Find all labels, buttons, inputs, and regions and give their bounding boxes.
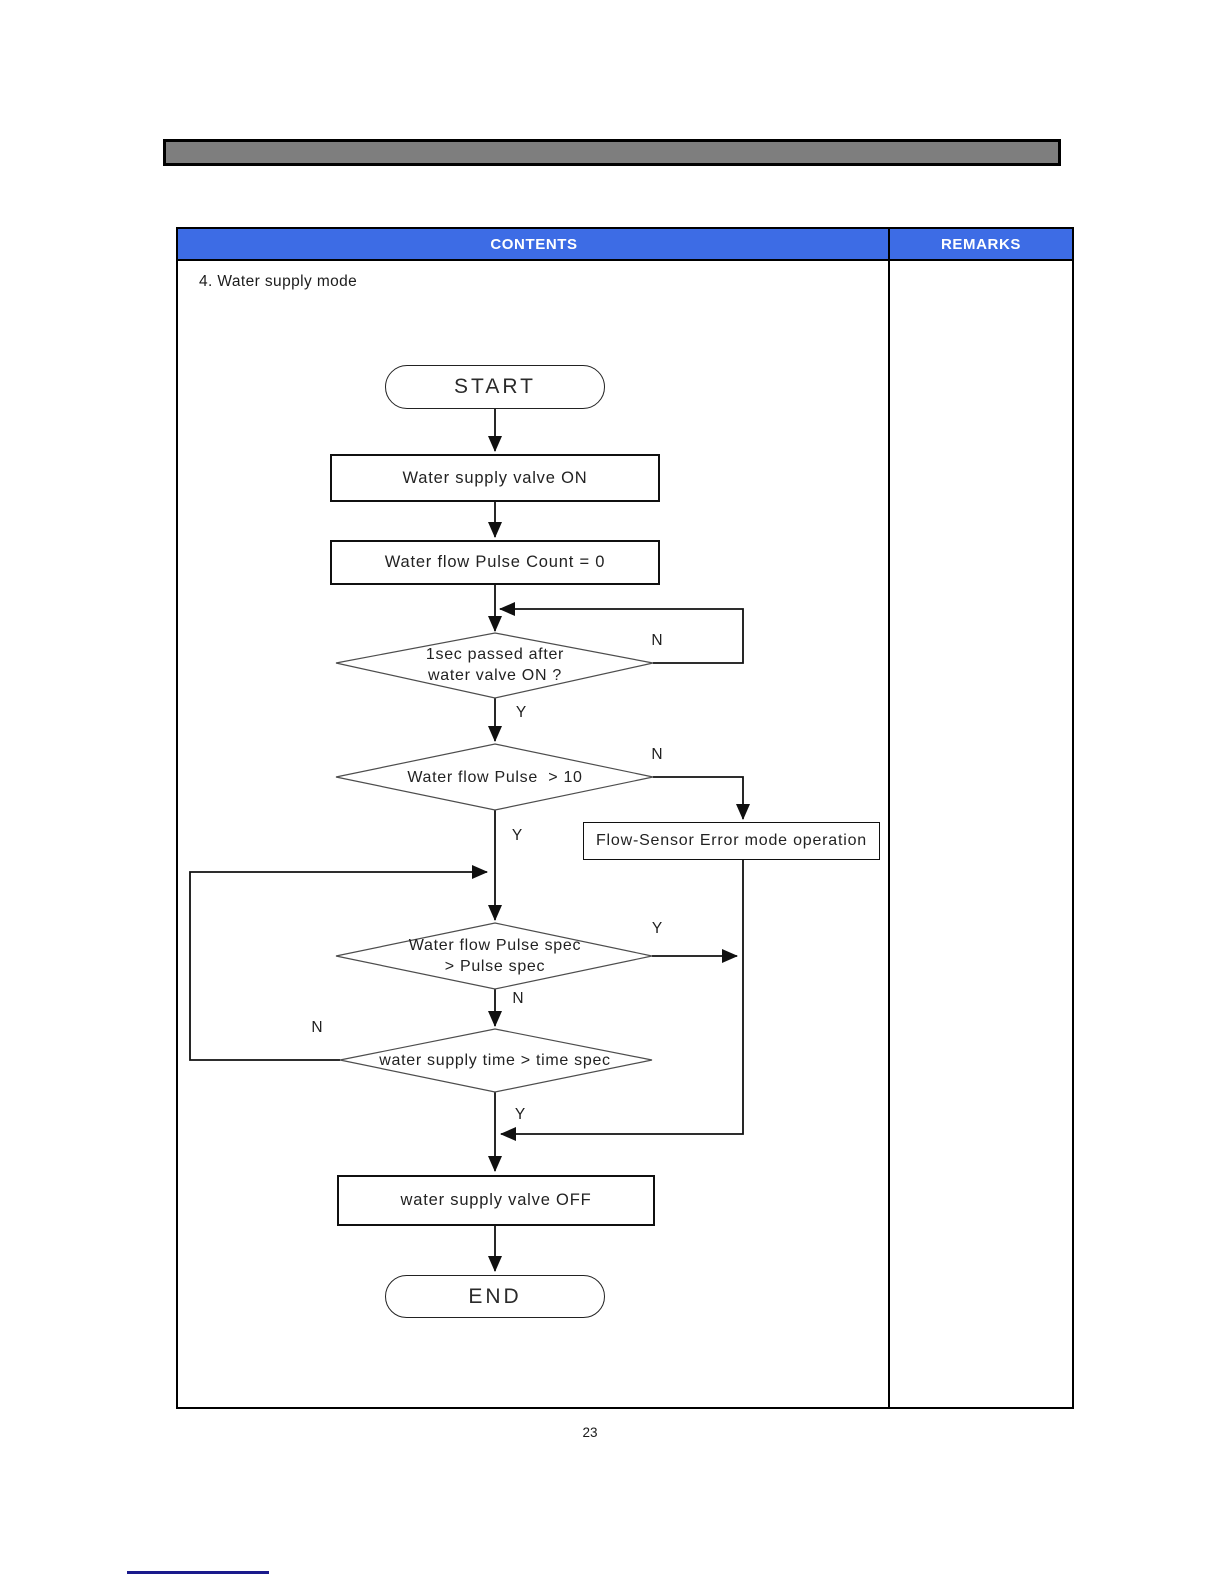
decision-1sec-shape bbox=[335, 632, 654, 699]
branch-no-d2: N bbox=[651, 746, 663, 763]
branch-no-d1: N bbox=[651, 632, 663, 649]
start-terminal: START bbox=[385, 365, 605, 409]
process-flow-sensor-error: Flow-Sensor Error mode operation bbox=[583, 822, 880, 860]
process-water-supply-valve-on: Water supply valve ON bbox=[330, 454, 660, 502]
decision-timespec-shape bbox=[339, 1028, 653, 1093]
decision-1sec-line2: water valve ON ? bbox=[428, 667, 562, 684]
footer-underline bbox=[127, 1571, 269, 1574]
table-header-row: CONTENTS REMARKS bbox=[178, 229, 1072, 261]
branch-yes-d3: Y bbox=[651, 920, 663, 937]
branch-yes-d2: Y bbox=[511, 827, 523, 844]
section-title: 4. Water supply mode bbox=[199, 273, 358, 290]
decision-timespec-label: water supply time > time spec bbox=[379, 1051, 611, 1069]
remarks-column-header: REMARKS bbox=[940, 235, 1022, 253]
column-divider bbox=[888, 229, 890, 1407]
connector-errorbox-to-merge bbox=[500, 860, 744, 1141]
decision-pulsespec-line2: > Pulse spec bbox=[444, 958, 546, 975]
decision-pulsespec-label: Water flow Pulse spec > Pulse spec bbox=[370, 929, 620, 983]
branch-no-d3: N bbox=[512, 990, 524, 1007]
end-terminal: END bbox=[385, 1275, 605, 1318]
decision-pulsespec-shape bbox=[335, 922, 653, 990]
contents-remarks-table: CONTENTS REMARKS 4. Water supply mode bbox=[176, 227, 1074, 1409]
decision-pulse10-shape bbox=[335, 743, 654, 811]
connector-d1-no-loop bbox=[499, 602, 744, 664]
connector-d2-no-to-errorbox bbox=[653, 776, 750, 820]
decision-pulse10-label: Water flow Pulse > 10 bbox=[407, 768, 583, 786]
page-number: 23 bbox=[582, 1425, 598, 1440]
contents-column-header: CONTENTS bbox=[490, 235, 578, 253]
process-pulse-count-reset: Water flow Pulse Count = 0 bbox=[330, 540, 660, 585]
branch-yes-d4: Y bbox=[514, 1106, 526, 1123]
decision-1sec-line1: 1sec passed after bbox=[425, 646, 565, 663]
branch-no-d4: N bbox=[311, 1019, 323, 1036]
branch-yes-d1: Y bbox=[515, 704, 527, 721]
decision-pulsespec-line1: Water flow Pulse spec bbox=[408, 937, 582, 954]
process-water-supply-valve-off: water supply valve OFF bbox=[337, 1175, 655, 1226]
connector-d4-no-loop bbox=[189, 865, 488, 1061]
decision-1sec-label: 1sec passed after water valve ON ? bbox=[375, 637, 615, 693]
section-header-bar bbox=[163, 139, 1061, 166]
